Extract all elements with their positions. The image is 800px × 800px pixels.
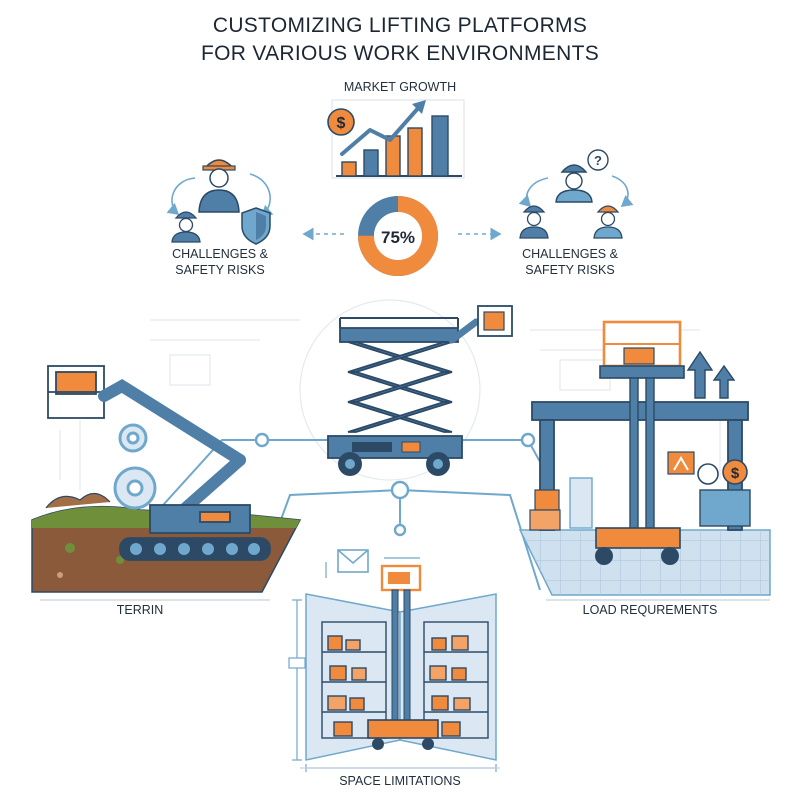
question-bubble-icon: ? [587, 149, 609, 171]
bar-3 [385, 135, 401, 177]
load-requirements-label: LOAD REQUREMENTS [582, 603, 718, 617]
donut-percent-label: 75% [381, 228, 415, 247]
market-growth-label: MARKET GROWTH [343, 80, 457, 94]
shield-icon [241, 207, 271, 245]
svg-text:?: ? [594, 153, 602, 168]
dollar-coin-icon: $ [327, 108, 355, 136]
space-limitations-illustration [288, 549, 497, 772]
gear-icon [113, 466, 157, 510]
title-line-2: FOR VARIOUS WORK ENVIRONMENTS [201, 42, 599, 65]
dollar-coin-icon: $ [722, 459, 748, 485]
market-growth-chart [331, 99, 465, 179]
svg-text:$: $ [731, 465, 740, 482]
terrain-illustration [31, 365, 302, 593]
shelf-right [423, 621, 489, 739]
scissor-lift-illustration [327, 305, 513, 476]
load-requirements-illustration: $ [518, 320, 771, 596]
envelope-icon [337, 549, 369, 573]
worker-small-icon [593, 205, 623, 239]
title-line-1: CUSTOMIZING LIFTING PLATFORMS [212, 14, 588, 37]
section-baselines [40, 599, 770, 769]
gauge-icon [697, 463, 719, 485]
challenges-left-label: CHALLENGES & SAFETY RISKS [172, 247, 268, 277]
svg-text:$: $ [337, 115, 346, 132]
terrain-label: TERRIN [116, 603, 164, 617]
bar-4 [407, 127, 423, 177]
bar-2 [363, 149, 379, 177]
shelf-left [321, 621, 387, 739]
challenges-right-label: CHALLENGES & SAFETY RISKS [522, 247, 618, 277]
gear-icon [118, 423, 148, 453]
bar-1 [341, 161, 357, 177]
background-sketch [59, 299, 721, 490]
growth-arrow [340, 104, 422, 156]
worker-small-icon [519, 205, 549, 239]
worker-small-icon [171, 211, 201, 243]
worker-icon [198, 159, 240, 213]
connector-nodes [254, 432, 536, 537]
progress-donut: 75% [358, 196, 438, 276]
left-workers-cluster [166, 159, 274, 245]
worker-icon [555, 164, 593, 203]
space-limitations-label: SPACE LIMITATIONS [339, 774, 461, 788]
right-workers-cluster: ? [518, 149, 634, 239]
bar-5 [431, 115, 449, 177]
page-title: CUSTOMIZING LIFTING PLATFORMS FOR VARIOU… [0, 12, 800, 68]
